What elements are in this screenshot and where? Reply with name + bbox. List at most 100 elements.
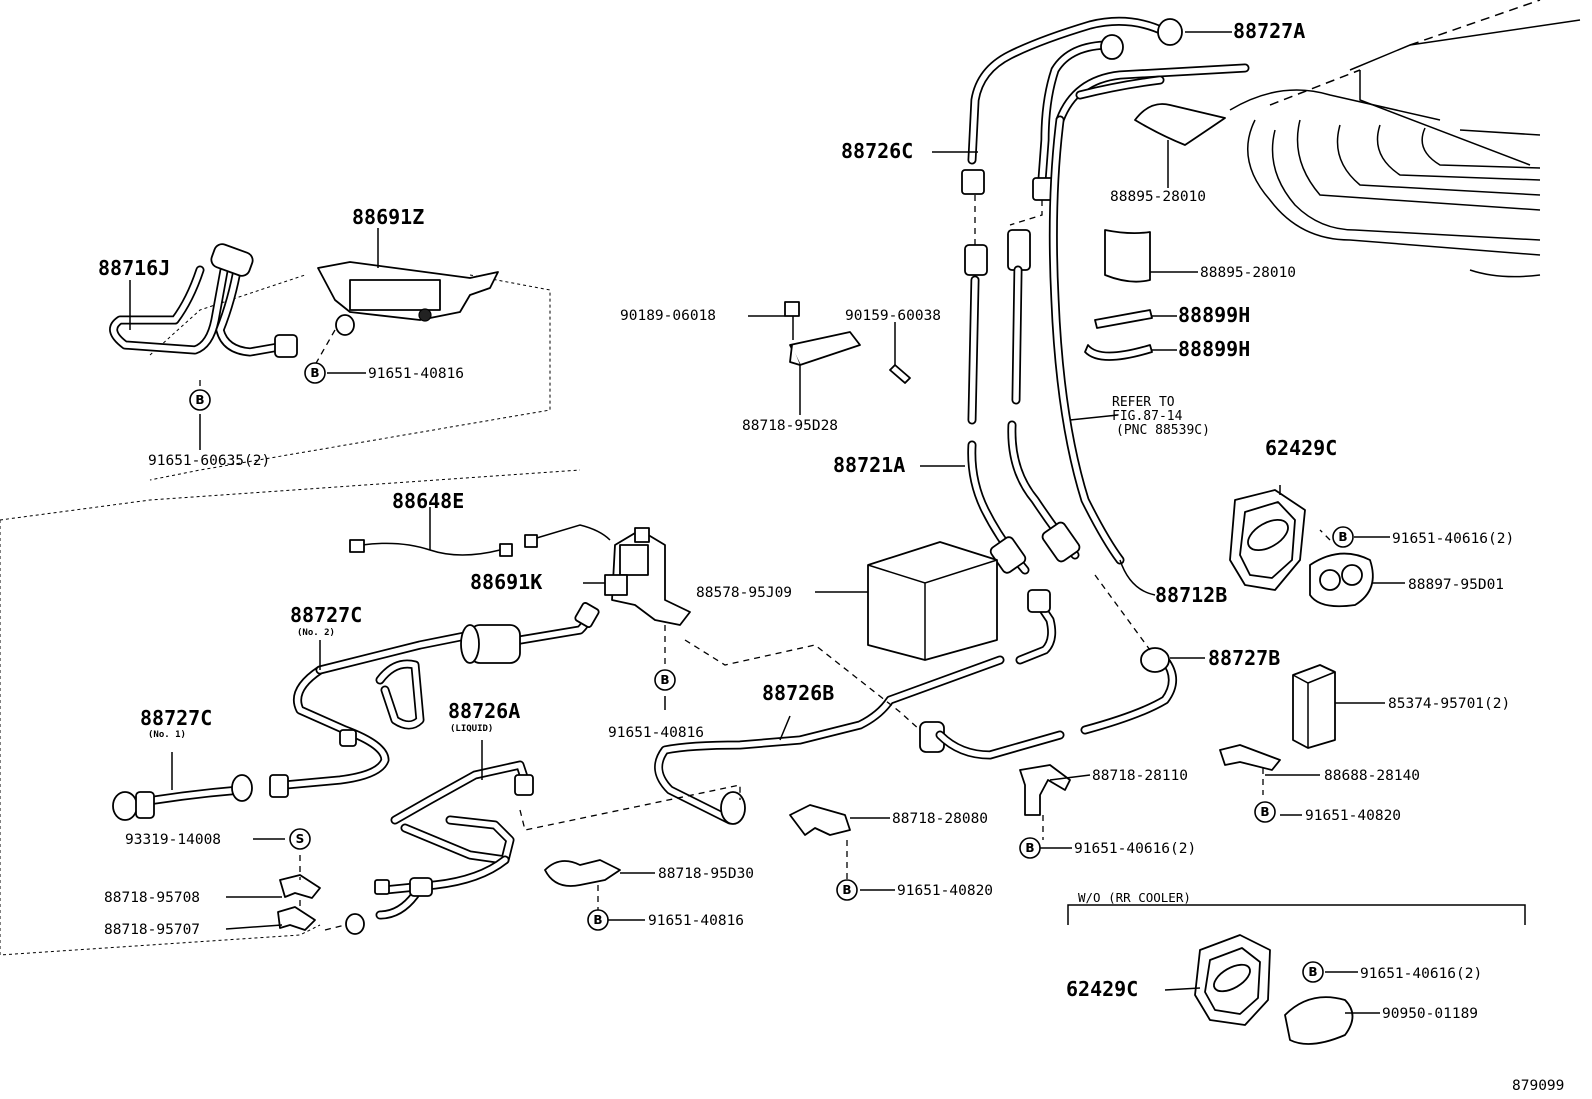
label-88727A: 88727A (1233, 19, 1305, 43)
label-88726C: 88726C (841, 139, 913, 163)
pipe-88727B (935, 647, 1177, 760)
label-90189-06018: 90189-06018 (620, 308, 716, 324)
plug-90950-01189 (1284, 996, 1354, 1045)
clamp-88718-95D30 (544, 859, 621, 887)
clamp-88718-28110 (1019, 764, 1071, 816)
bolt-marker-icon: B (1019, 837, 1041, 859)
refer-note-line1: REFER TO (1112, 395, 1175, 410)
label-85374-95701: 85374-95701(2) (1388, 696, 1510, 712)
label-88726A: 88726A (448, 699, 520, 723)
label-liquid: (LIQUID) (450, 724, 493, 734)
part-labels: 88727A 88726C 88895-28010 88895-28010 88… (98, 19, 1564, 1094)
label-88578-95J09: 88578-95J09 (696, 585, 792, 601)
label-88716J: 88716J (98, 256, 170, 280)
plug-88897-95D01 (1309, 552, 1374, 608)
grommet-62429C-a (1229, 489, 1306, 591)
tape-88895-28010-b (1104, 229, 1151, 283)
label-88899H-b: 88899H (1178, 337, 1250, 361)
label-no1: (No. 1) (148, 730, 186, 740)
label-wo-rr-cooler: W/O (RR COOLER) (1078, 890, 1191, 905)
label-88727B: 88727B (1208, 646, 1280, 670)
bolt-marker-icon: B (654, 669, 676, 691)
pipe-88726A (345, 760, 534, 935)
wo-rr-cooler-bracket-line (1067, 904, 1526, 925)
svg-text:B: B (1308, 965, 1317, 979)
refer-note-line3: (PNC 88539C) (1116, 423, 1210, 438)
label-91651-40616-a: 91651-40616(2) (1392, 531, 1514, 547)
label-88691K: 88691K (470, 570, 542, 594)
block-85374-95701 (1292, 664, 1336, 749)
svg-text:B: B (1260, 805, 1269, 819)
tape-88895-28010-a (1134, 103, 1226, 146)
label-88727C-no2: 88727C (290, 603, 362, 627)
bolt-marker-icon: B (836, 879, 858, 901)
evaporator-bracket-88691Z (317, 261, 499, 336)
label-88895-28010-b: 88895-28010 (1200, 265, 1296, 281)
bolt-marker-icon: B (1332, 526, 1354, 548)
label-62429C-a: 62429C (1265, 436, 1337, 460)
label-88718-95707: 88718-95707 (104, 922, 200, 938)
label-91651-40816-c: 91651-40816 (648, 913, 744, 929)
clamp-88718-95707 (277, 906, 316, 931)
harness-88648E (349, 524, 611, 557)
insulator-88578-95J09 (867, 541, 998, 661)
label-88718-95D30: 88718-95D30 (658, 866, 754, 882)
bolt-marker-icon: B (304, 362, 326, 384)
label-88721A: 88721A (833, 453, 905, 477)
label-88718-28080: 88718-28080 (892, 811, 988, 827)
label-88726B: 88726B (762, 681, 834, 705)
clip-88899H-a (1094, 309, 1153, 329)
label-91651-40816-b: 91651-40816 (608, 725, 704, 741)
valve-88691K (604, 527, 691, 626)
label-91651-60635: 91651-60635(2) (148, 453, 270, 469)
hose-88721A (964, 63, 1250, 575)
svg-text:B: B (842, 883, 851, 897)
clamp-88718-28080 (789, 804, 851, 836)
label-88718-28110: 88718-28110 (1092, 768, 1188, 784)
special-marker-icon: S (289, 828, 311, 850)
bolt-marker-icon: B (1302, 961, 1324, 983)
svg-text:B: B (310, 366, 319, 380)
label-88718-95D28: 88718-95D28 (742, 418, 838, 434)
bracket-88688-28140 (1219, 744, 1281, 771)
svg-text:B: B (660, 673, 669, 687)
label-62429C-b: 62429C (1066, 977, 1138, 1001)
label-90950-01189: 90950-01189 (1382, 1006, 1478, 1022)
figure-id: 879099 (1512, 1078, 1564, 1094)
svg-text:S: S (296, 832, 305, 846)
pipe-88727C-no1 (112, 774, 253, 821)
label-91651-40820-a: 91651-40820 (1305, 808, 1401, 824)
lower-left-group-outline (0, 469, 581, 956)
refer-note-line2: FIG.87-14 (1112, 409, 1183, 424)
label-91651-40616-c: 91651-40616(2) (1360, 966, 1482, 982)
pipe-88716J (109, 243, 298, 358)
label-88897-95D01: 88897-95D01 (1408, 577, 1504, 593)
label-91651-40816-a: 91651-40816 (368, 366, 464, 382)
label-88718-95708: 88718-95708 (104, 890, 200, 906)
label-88895-28010-a: 88895-28010 (1110, 189, 1206, 205)
label-no2: (No. 2) (297, 628, 335, 638)
label-90159-60038: 90159-60038 (845, 308, 941, 324)
bolt-markers: B B B B B B B B B S (189, 362, 1354, 983)
bolt-marker-icon: B (1254, 801, 1276, 823)
bracket-88718-95D28 (789, 331, 861, 366)
label-88727C-no1: 88727C (140, 706, 212, 730)
svg-text:B: B (593, 913, 602, 927)
clip-88899H-b (1084, 344, 1153, 361)
clamp-88718-95708 (279, 874, 321, 899)
pipe-88727C-no2 (269, 602, 600, 798)
suction-hose-upper (961, 16, 1183, 245)
bolt-marker-icon: B (189, 389, 211, 411)
svg-text:B: B (1338, 530, 1347, 544)
svg-text:B: B (195, 393, 204, 407)
grommet-62429C-b (1194, 934, 1271, 1026)
label-91651-40616-b: 91651-40616(2) (1074, 841, 1196, 857)
leader-lines (129, 31, 1405, 1014)
label-88691Z: 88691Z (352, 205, 424, 229)
connection-dashes (199, 329, 1331, 931)
label-88899H-a: 88899H (1178, 303, 1250, 327)
label-88712B: 88712B (1155, 583, 1227, 607)
bolt-90159-60038 (889, 364, 911, 384)
bolt-marker-icon: B (587, 909, 609, 931)
